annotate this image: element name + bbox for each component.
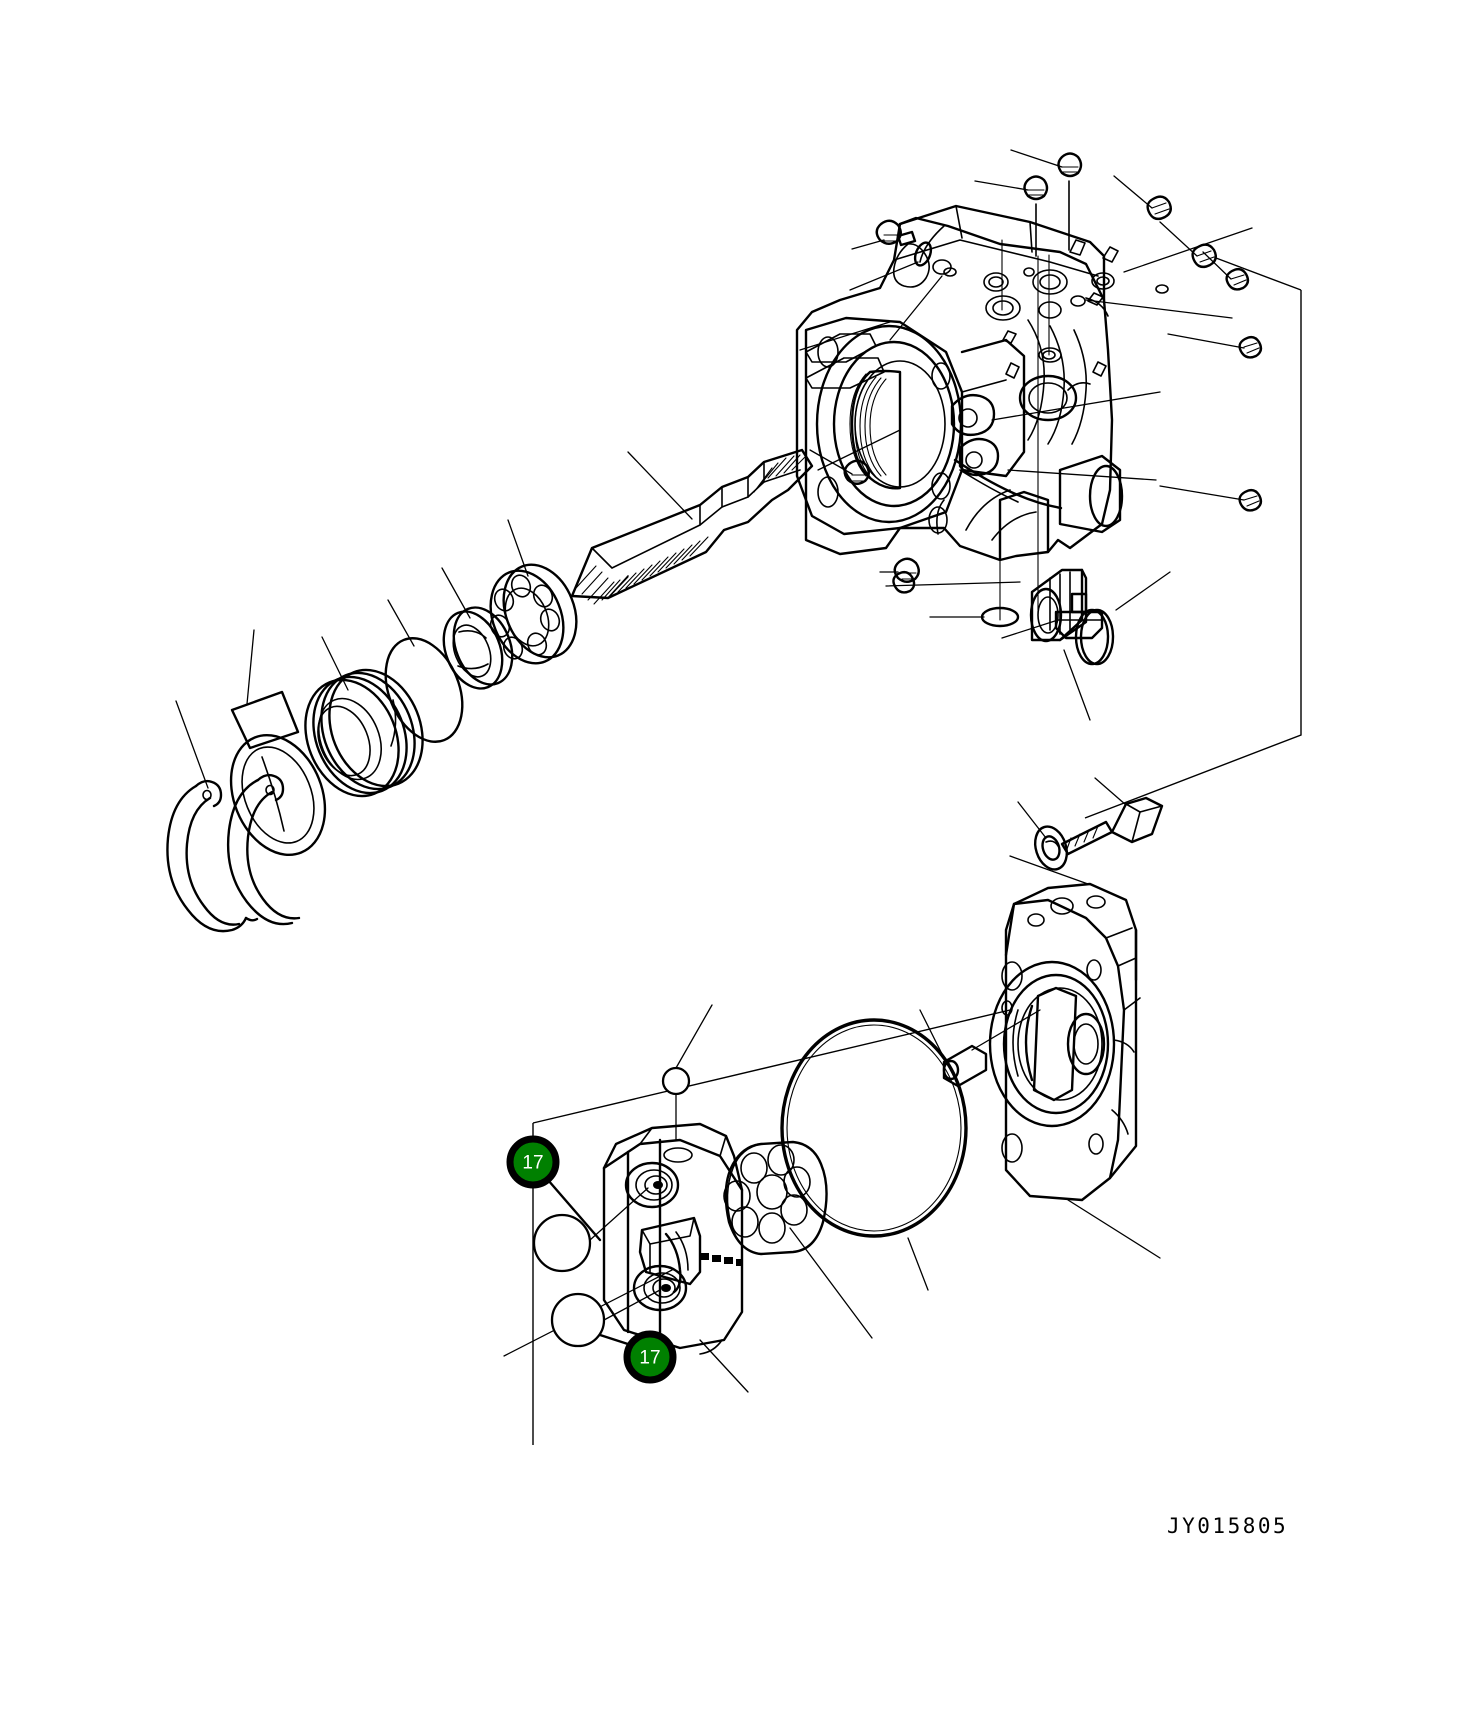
leader-plug-top-c xyxy=(1113,175,1153,209)
leader-blank-callout-b xyxy=(589,1187,649,1241)
part-hex-bolt xyxy=(1060,796,1164,856)
leader-oil-seal xyxy=(321,636,349,691)
leader-bushing-sleeve xyxy=(1063,649,1091,721)
callout-badge-circle xyxy=(623,1330,677,1384)
part-plug-bottom-b xyxy=(893,557,920,583)
leader-housing-bore xyxy=(817,429,901,471)
leader-drive-shaft xyxy=(627,451,693,520)
leader-seal-ring-outer xyxy=(246,629,255,705)
blank-callout-c[interactable] xyxy=(550,1292,606,1348)
part-pump-housing xyxy=(795,204,1169,562)
part-ball-bearing-rear xyxy=(723,1140,828,1256)
part-valve-plate-block xyxy=(602,1122,744,1355)
leader-rear-cover-top xyxy=(1009,855,1089,885)
leader-housing-right xyxy=(1085,299,1233,319)
leader-blank-callout-c xyxy=(603,1289,661,1321)
leader-valve-block xyxy=(1007,469,1157,481)
leader-oring-small-a xyxy=(849,261,919,291)
leader-ball-bearing-front xyxy=(507,519,529,577)
callout-badge-number: 17 xyxy=(639,1348,660,1369)
callout-17-upper[interactable]: 17 xyxy=(506,1135,560,1189)
leader-plug-top-a xyxy=(1010,149,1063,168)
leader-housing-deck xyxy=(1123,227,1253,273)
leader-o-ring-large xyxy=(907,1237,929,1291)
part-plug-right-b xyxy=(1225,267,1250,291)
leader-housing-boss xyxy=(889,275,943,341)
part-drain-plug xyxy=(1054,592,1104,640)
part-o-ring-shaft xyxy=(384,637,464,743)
leader-callout-17-upper xyxy=(546,1178,602,1242)
leader-plug-right-d xyxy=(1159,485,1245,501)
leader-pump-housing xyxy=(799,321,891,351)
leader-ball-bearing-rear xyxy=(789,1227,873,1339)
blank-callout-a[interactable] xyxy=(661,1066,691,1096)
leader-snap-ring xyxy=(175,700,209,789)
leader-outlet-port xyxy=(991,391,1161,421)
callout-17-lower[interactable]: 17 xyxy=(623,1330,677,1384)
part-spacer-collar xyxy=(442,606,514,690)
part-seal-ring-outer xyxy=(229,690,327,857)
leader-o-ring-shaft xyxy=(387,599,415,647)
leader-blank-callout-a xyxy=(675,1004,713,1069)
part-rear-cover xyxy=(988,882,1141,1202)
part-plug-right-c xyxy=(1238,335,1263,359)
leader-valve-plate-block xyxy=(699,1339,749,1393)
part-snap-ring xyxy=(166,779,259,933)
blank-callout-b[interactable] xyxy=(532,1213,592,1273)
part-seal-ring-inner xyxy=(226,773,301,926)
leader-plug-top-b xyxy=(974,180,1029,191)
leader-spacer-collar xyxy=(441,567,471,619)
part-plug-left-a xyxy=(875,219,917,247)
part-washer xyxy=(1033,825,1069,871)
part-o-ring-large xyxy=(780,1018,968,1238)
leader-plug-bottom-a xyxy=(809,449,853,475)
leader-plug-bottom-c xyxy=(885,581,1021,587)
leader-hex-bolt xyxy=(1094,777,1127,806)
leader-plug-right-c xyxy=(1167,333,1245,349)
part-oring-small-a xyxy=(913,241,933,267)
part-drive-shaft xyxy=(570,448,814,605)
frame-boundary-upper xyxy=(1084,257,1302,819)
part-plug-top-c xyxy=(1146,195,1172,221)
part-ball-bearing-front xyxy=(489,563,578,665)
leader-plug-right-a xyxy=(1159,221,1198,257)
leader-drain-plug xyxy=(1001,619,1059,639)
part-plug-right-d xyxy=(1238,488,1263,512)
drawing-number: JY015805 xyxy=(1167,1514,1289,1538)
part-plug-top-b xyxy=(1023,175,1049,257)
callout-badge-number: 17 xyxy=(522,1153,543,1174)
callout-badge-circle xyxy=(506,1135,560,1189)
part-plug-top-a xyxy=(1057,152,1083,251)
part-plug-bottom-a xyxy=(843,459,870,485)
leader-washer xyxy=(1017,801,1047,839)
part-plug-bottom-c xyxy=(892,570,916,594)
leader-plug-right-b xyxy=(1202,251,1232,280)
leader-dowel-pin-loc xyxy=(971,1009,1041,1051)
leader-rear-cover xyxy=(1067,1199,1161,1259)
part-oil-seal xyxy=(304,668,424,798)
leader-plug-left-a xyxy=(851,239,885,250)
leader-oring-bushing xyxy=(1115,571,1171,611)
